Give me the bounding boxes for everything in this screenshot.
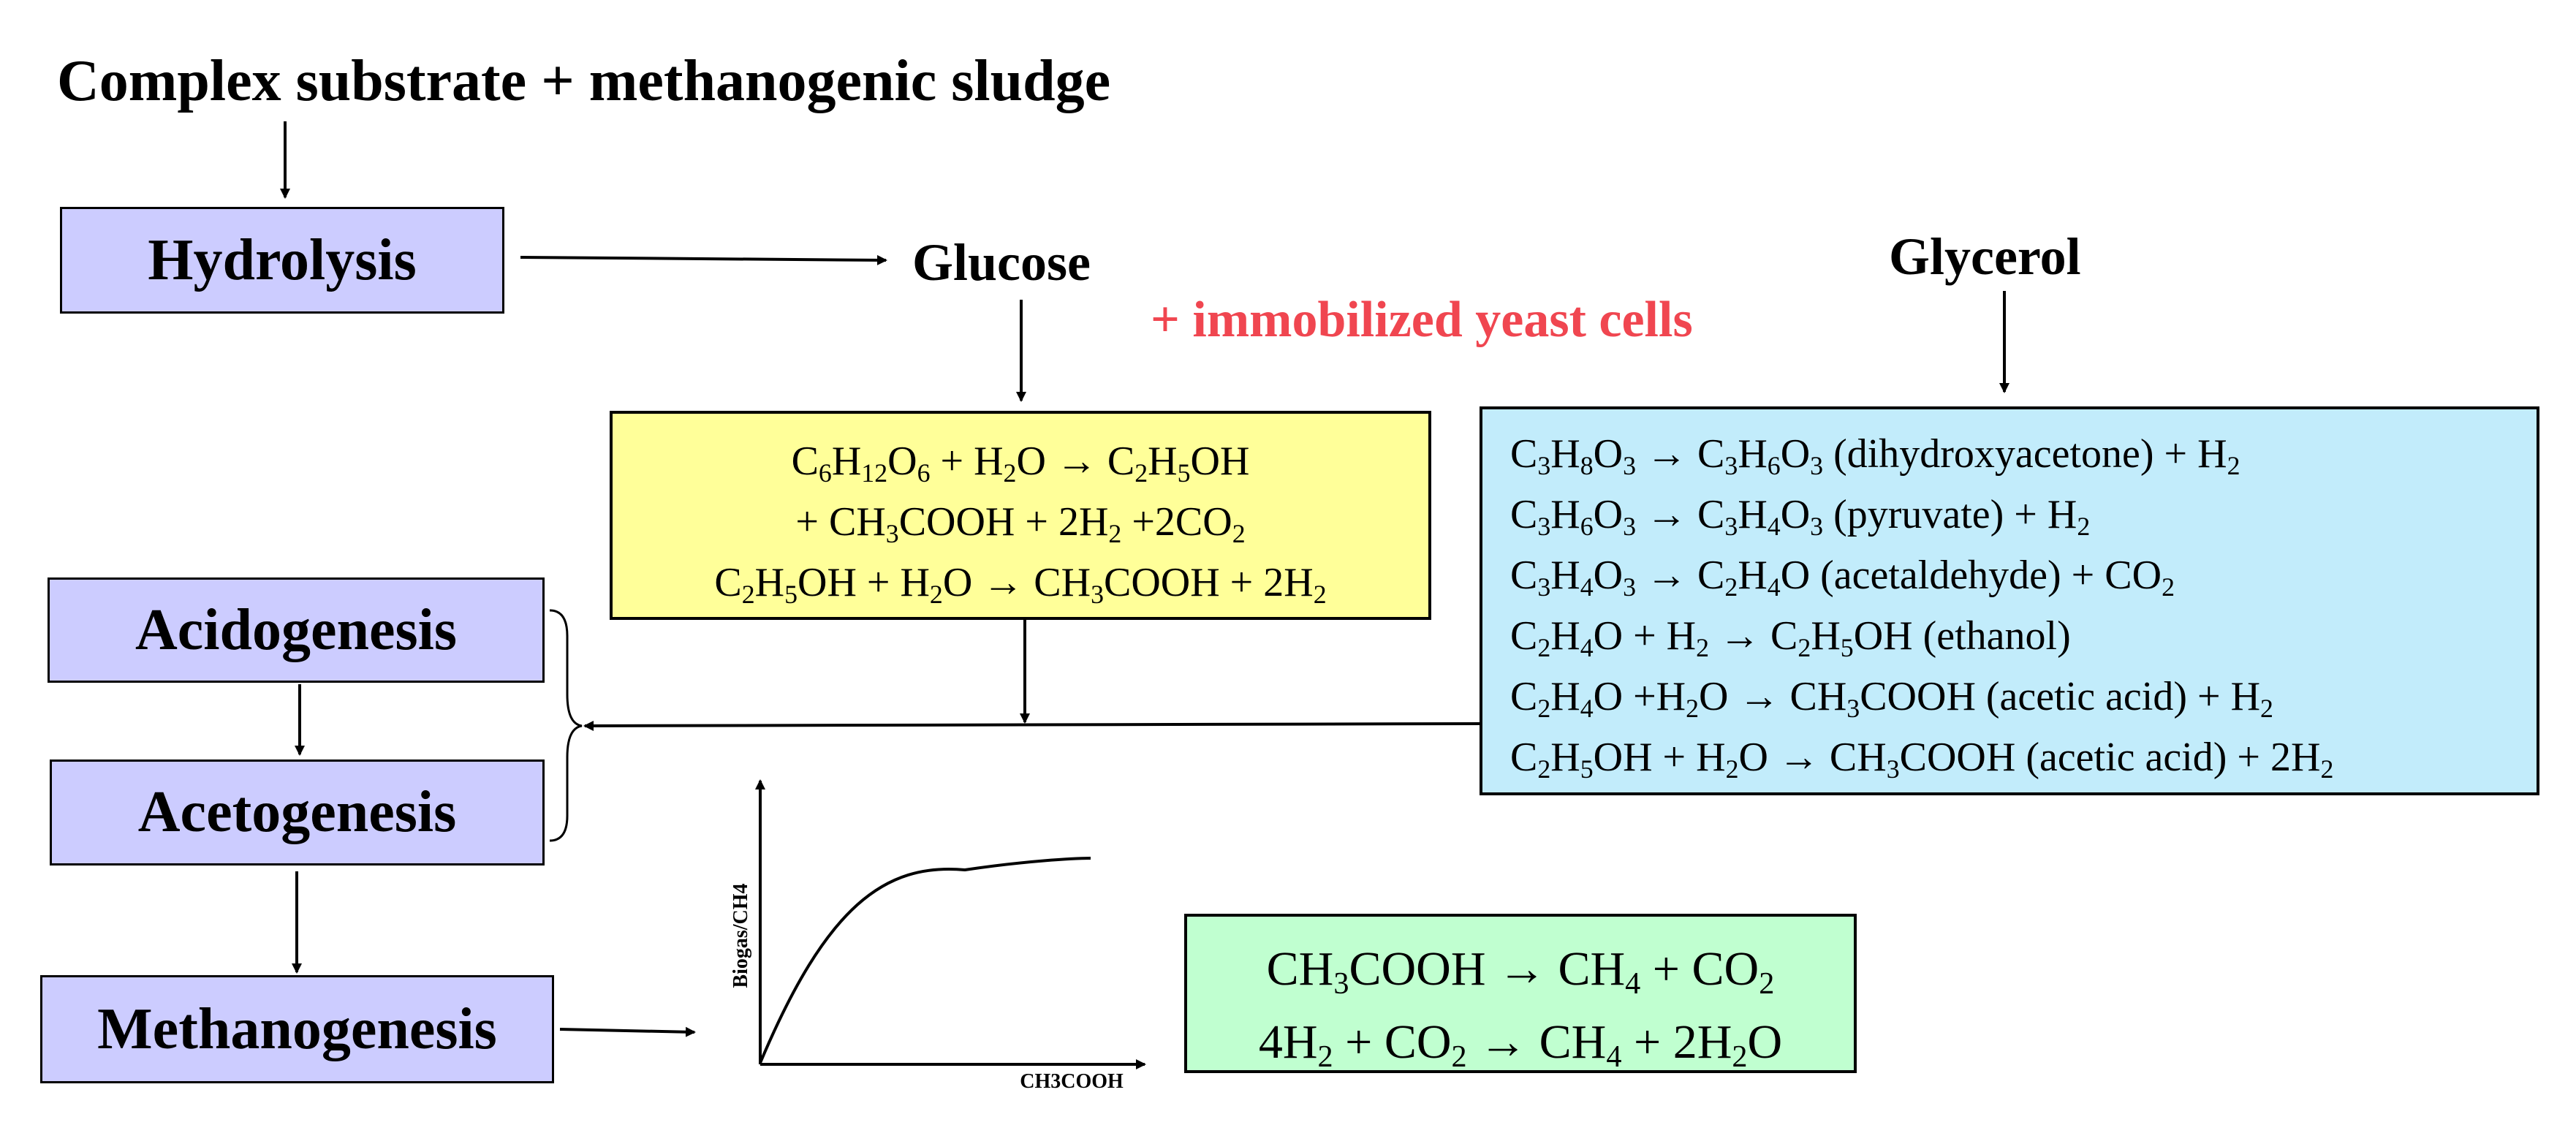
graph-ylabel: Biogas/CH4: [730, 883, 752, 988]
brace: [549, 609, 583, 842]
methanogenesis-reaction-box: CH3COOH → CH4 + CO2 4H2 + CO2 → CH4 + 2H…: [1184, 914, 1857, 1073]
equation-line: C2H4O +H2O → CH3COOH (acetic acid) + H2: [1510, 674, 2273, 724]
glycerol-label: Glycerol: [1889, 227, 2081, 286]
equation-line: C3H6O3 → C3H4O3 (pyruvate) + H2: [1510, 492, 2091, 542]
stage-hydrolysis: Hydrolysis: [60, 207, 504, 314]
equation-line: C6H12O6 + H2O → C2H5OH: [791, 439, 1250, 488]
arrow-methano-to-graph: [559, 1026, 696, 1037]
stage-acetogenesis: Acetogenesis: [50, 760, 545, 865]
graph-curve: [759, 857, 1091, 1064]
equation-line: C3H8O3 → C3H6O3 (dihydroxyacetone) + H2: [1510, 431, 2240, 481]
stage-methanogenesis: Methanogenesis: [40, 975, 554, 1083]
arrow-to-brace: [583, 720, 1482, 731]
glucose-label: Glucose: [912, 233, 1091, 292]
equation-line: + CH3COOH + 2H2 +2CO2: [795, 499, 1246, 549]
equation-line: C2H4O + H2 → C2H5OH (ethanol): [1510, 613, 2071, 663]
glucose-reaction-box: C6H12O6 + H2O → C2H5OH + CH3COOH + 2H2 +…: [610, 411, 1431, 620]
yeast-note: + immobilized yeast cells: [1151, 292, 1693, 348]
equation-line: C3H4O3 → C2H4O (acetaldehyde) + CO2: [1510, 553, 2175, 602]
page-title: Complex substrate + methanogenic sludge: [57, 49, 1111, 113]
arrow-hydrolysis-to-glucose: [520, 254, 887, 265]
equation-line: CH3COOH → CH4 + CO2: [1266, 942, 1775, 1001]
glycerol-reaction-box: C3H8O3 → C3H6O3 (dihydroxyacetone) + H2 …: [1480, 406, 2539, 795]
equation-line: C2H5OH + H2O → CH3COOH + 2H2: [714, 560, 1327, 610]
equation-line: 4H2 + CO2 → CH4 + 2H2O: [1258, 1015, 1783, 1074]
graph-xlabel: CH3COOH: [1020, 1070, 1124, 1093]
stage-acidogenesis: Acidogenesis: [48, 577, 545, 683]
equation-line: C2H5OH + H2O → CH3COOH (acetic acid) + 2…: [1510, 735, 2334, 784]
